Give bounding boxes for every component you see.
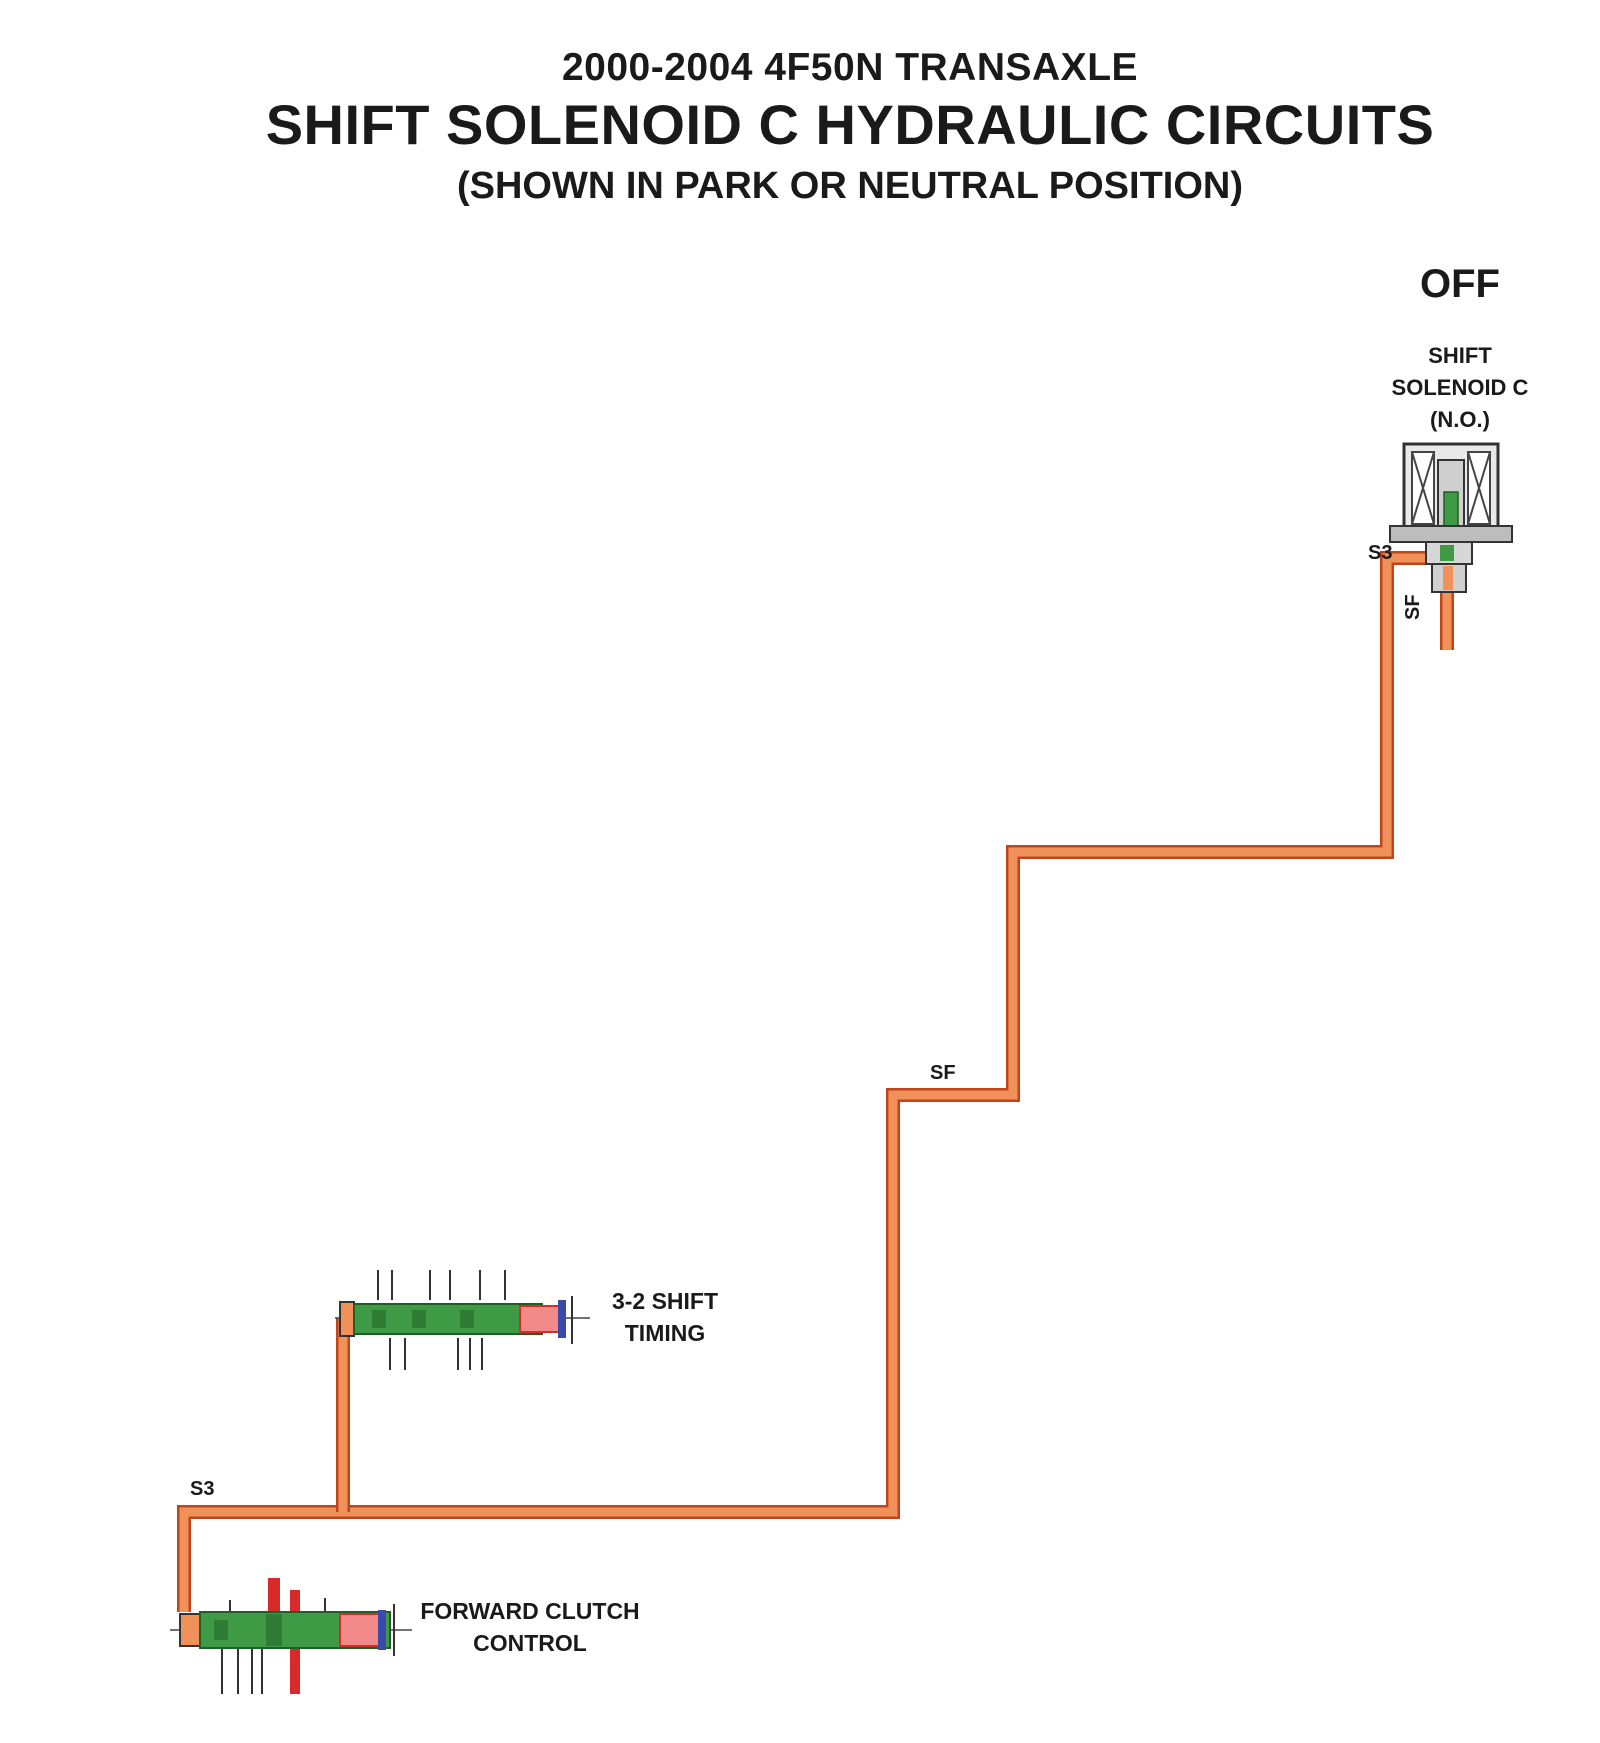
solenoid-name-line-2: SOLENOID C: [1391, 375, 1529, 400]
forward-clutch-line-1: FORWARD CLUTCH: [420, 1598, 640, 1624]
circuit-label-sf-vertical: SF: [1402, 594, 1424, 620]
title-line-3: (SHOWN IN PARK OR NEUTRAL POSITION): [456, 165, 1244, 207]
shift-timing-line-2: TIMING: [624, 1320, 706, 1346]
shift-solenoid-icon: [1389, 442, 1513, 593]
title-line-1: 2000-2004 4F50N TRANSAXLE: [561, 46, 1139, 89]
forward-clutch-line-2: CONTROL: [473, 1630, 587, 1656]
page-title: SHIFT SOLENOID C HYDRAULIC CIRCUITS: [265, 93, 1435, 156]
circuit-label-s3-top: S3: [1368, 542, 1393, 564]
fluid-line-outline: [177, 551, 1437, 1612]
fluid-line-fill: [179, 553, 1437, 1612]
solenoid-state-label: OFF: [1420, 262, 1500, 306]
forward-clutch-valve-icon: [170, 1578, 412, 1694]
solenoid-name-line-1: SHIFT: [1428, 343, 1492, 368]
forward-clutch-valve-label: FORWARD CLUTCH CONTROL: [415, 1595, 645, 1659]
shift-timing-valve-icon: [335, 1270, 590, 1370]
shift-timing-valve-label: 3-2 SHIFT TIMING: [590, 1285, 740, 1349]
circuit-label-sf-mid: SF: [930, 1062, 956, 1084]
solenoid-name-label: SHIFT SOLENOID C (N.O.): [1350, 340, 1570, 436]
circuit-label-s3-bottom: S3: [190, 1478, 215, 1500]
solenoid-name-line-3: (N.O.): [1430, 407, 1490, 432]
shift-timing-line-1: 3-2 SHIFT: [611, 1288, 719, 1314]
